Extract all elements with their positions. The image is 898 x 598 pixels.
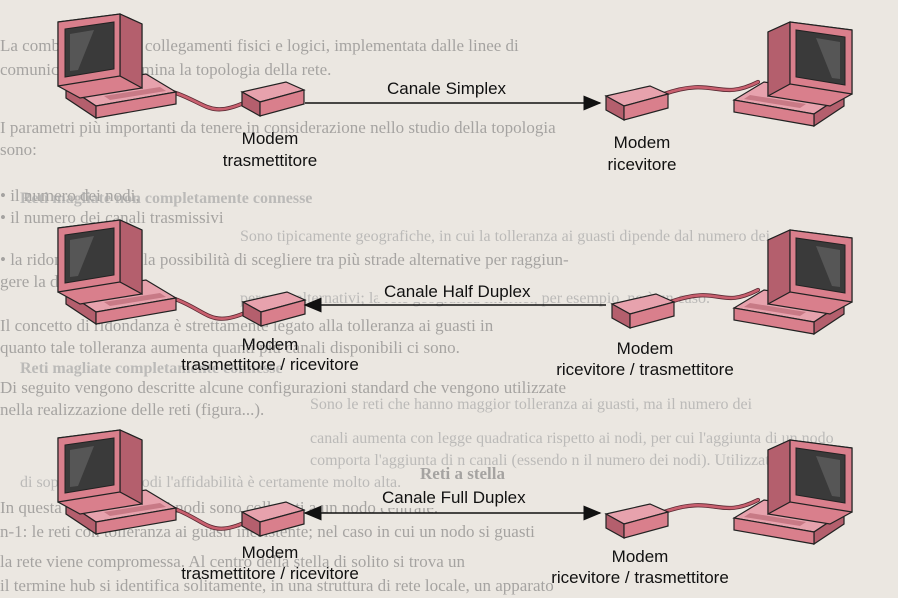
computer-icon: [732, 439, 853, 546]
modem-label-right: Modem: [616, 339, 674, 358]
modem-icon: [241, 291, 307, 328]
bg-text-line: nella realizzazione delle reti (figura..…: [0, 400, 265, 419]
modem-role-left: trasmettitore: [222, 151, 318, 170]
bg-text-line: Il concetto di ridondanza è strettamente…: [0, 316, 494, 335]
cable: [668, 288, 760, 304]
modem-label-right: Modem: [613, 133, 671, 152]
bg-text-line: il termine hub si identifica solitamente…: [0, 576, 554, 595]
computer-icon: [732, 229, 853, 336]
bg-faint-line: comporta l'aggiunta di n canali (essendo…: [310, 452, 793, 469]
bg-text-line: Reti a stella: [420, 464, 505, 483]
modem-icon: [604, 503, 670, 540]
channel-label-simplex: Canale Simplex: [381, 79, 513, 99]
modem-icon: [610, 293, 676, 330]
modem-icon: [240, 81, 306, 118]
bg-text-line: I parametri più importanti da tenere in …: [0, 118, 556, 137]
channel-label-half-duplex: Canale Half Duplex: [378, 282, 537, 302]
modem-role-right: ricevitore / trasmettitore: [551, 568, 729, 587]
modem-icon: [240, 501, 306, 538]
bg-text-line: • il numero dei canali trasmissivi: [0, 208, 224, 227]
modem-label-left: Modem: [241, 335, 299, 354]
cable: [662, 80, 760, 96]
channel-label-full-duplex: Canale Full Duplex: [376, 488, 532, 508]
modem-label-left: Modem: [241, 129, 299, 148]
bg-text-line: la rete viene compromessa. Al centro del…: [0, 552, 466, 571]
bg-faint-line: Reti magliate non completamente connesse: [20, 190, 313, 207]
bg-text-line: quanto tale tolleranza aumenta quanti pi…: [0, 338, 460, 357]
modem-label-left: Modem: [241, 543, 299, 562]
modem-label-right: Modem: [611, 547, 669, 566]
modem-role-left: trasmettitore / ricevitore: [181, 564, 359, 583]
bg-text-line: sono:: [0, 140, 37, 159]
modem-role-right: ricevitore / trasmettitore: [556, 360, 734, 379]
bg-faint-line: Sono le reti che hanno maggior tolleranz…: [310, 396, 753, 413]
modem-icon: [604, 85, 670, 122]
bg-faint-line: Reti magliate completamente connesse: [20, 360, 283, 377]
bg-faint-line: Sono tipicamente geografiche, in cui la …: [240, 228, 771, 245]
modem-role-left: trasmettitore / ricevitore: [181, 355, 359, 374]
computer-icon: [732, 21, 853, 128]
modem-role-right: ricevitore: [607, 155, 677, 174]
bg-text-line: Di seguito vengono descritte alcune conf…: [0, 378, 566, 397]
computer-icon: [57, 429, 178, 536]
bg-faint-line: canali aumenta con legge quadratica risp…: [310, 430, 834, 447]
computer-icon: [57, 13, 178, 120]
bg-text-line: • il numero dei nodi,: [0, 186, 140, 205]
cable: [662, 498, 760, 514]
computer-icon: [57, 219, 178, 326]
